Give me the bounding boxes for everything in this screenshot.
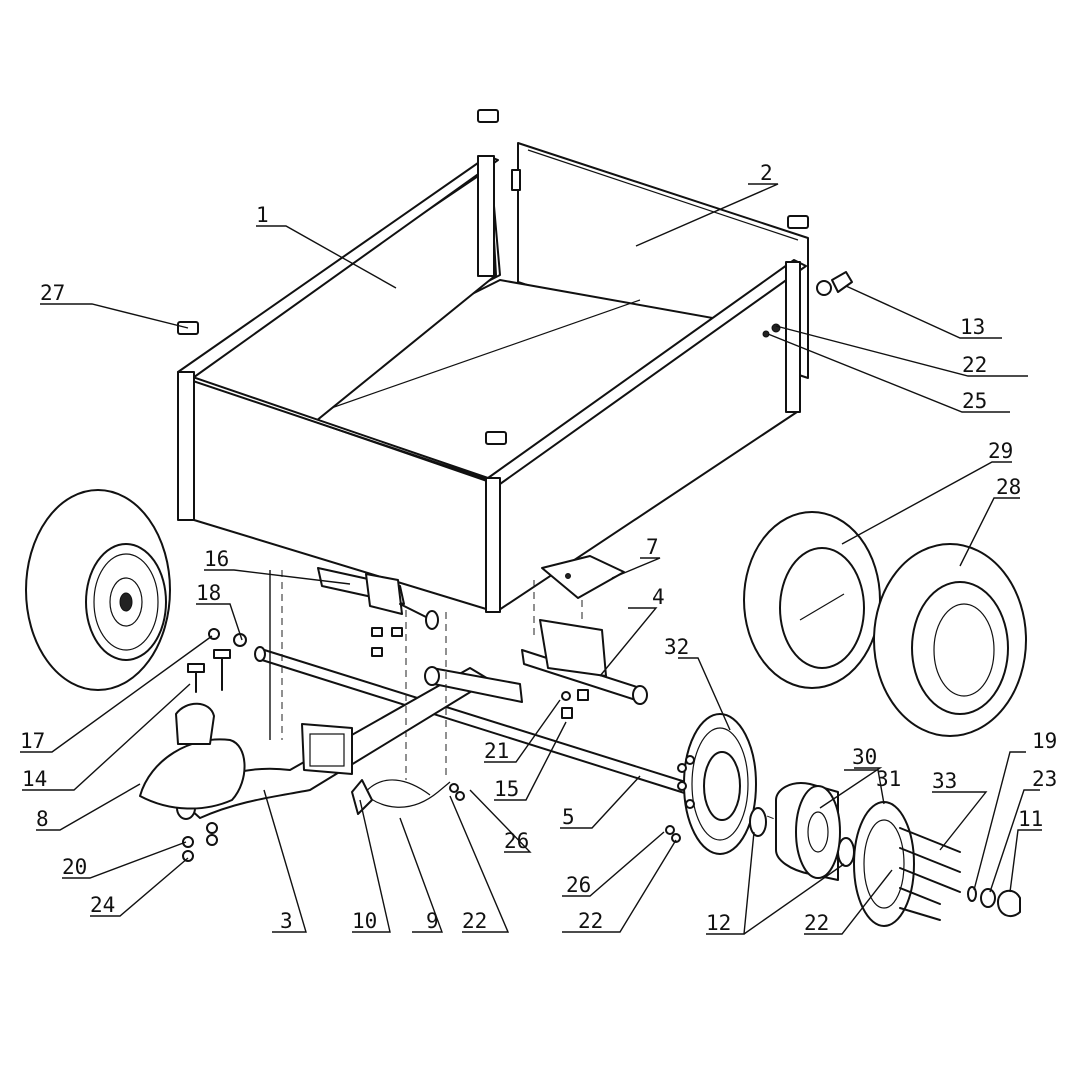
label-24: 24 bbox=[90, 893, 115, 917]
label-22-chain: 22 bbox=[462, 909, 487, 933]
latch-pin-13 bbox=[816, 280, 832, 296]
label-13: 13 bbox=[960, 315, 985, 339]
label-15: 15 bbox=[494, 777, 519, 801]
label-20: 20 bbox=[62, 855, 87, 879]
label-16: 16 bbox=[204, 547, 229, 571]
label-29: 29 bbox=[988, 439, 1013, 463]
label-26-chain: 26 bbox=[504, 829, 529, 853]
leader-lines bbox=[20, 183, 1042, 935]
label-10: 10 bbox=[352, 909, 377, 933]
label-18: 18 bbox=[196, 581, 221, 605]
label-26-flange: 26 bbox=[566, 873, 591, 897]
label-33: 33 bbox=[932, 769, 957, 793]
part-labels: 1 2 3 4 5 7 8 9 10 11 12 13 14 15 16 17 … bbox=[20, 161, 1057, 935]
label-11: 11 bbox=[1018, 807, 1043, 831]
label-17: 17 bbox=[20, 729, 45, 753]
coupling-head-8 bbox=[139, 738, 246, 810]
left-wheel bbox=[25, 489, 247, 691]
label-3: 3 bbox=[280, 909, 293, 933]
cart-box bbox=[177, 109, 853, 613]
label-22-hub: 22 bbox=[804, 911, 829, 935]
plug-cap-floor bbox=[485, 431, 507, 445]
plug-cap-top bbox=[477, 109, 499, 123]
label-12: 12 bbox=[706, 911, 731, 935]
label-19: 19 bbox=[1032, 729, 1057, 753]
chassis bbox=[139, 555, 881, 862]
label-2: 2 bbox=[760, 161, 773, 185]
label-30: 30 bbox=[852, 745, 877, 769]
label-14: 14 bbox=[22, 767, 47, 791]
tire-29 bbox=[743, 511, 881, 689]
label-28: 28 bbox=[996, 475, 1021, 499]
label-5: 5 bbox=[562, 805, 575, 829]
label-25: 25 bbox=[962, 389, 987, 413]
label-8: 8 bbox=[36, 807, 49, 831]
label-32: 32 bbox=[664, 635, 689, 659]
label-9: 9 bbox=[426, 909, 439, 933]
label-31: 31 bbox=[876, 767, 901, 791]
label-4: 4 bbox=[652, 585, 665, 609]
tire-28 bbox=[873, 543, 1027, 737]
label-23: 23 bbox=[1032, 767, 1057, 791]
label-21: 21 bbox=[484, 739, 509, 763]
label-1: 1 bbox=[256, 203, 269, 227]
plug-cap-right bbox=[787, 215, 809, 229]
label-22-flange: 22 bbox=[578, 909, 603, 933]
label-27: 27 bbox=[40, 281, 65, 305]
label-7: 7 bbox=[646, 535, 659, 559]
hub-assembly bbox=[665, 713, 1021, 927]
label-22-top: 22 bbox=[962, 353, 987, 377]
